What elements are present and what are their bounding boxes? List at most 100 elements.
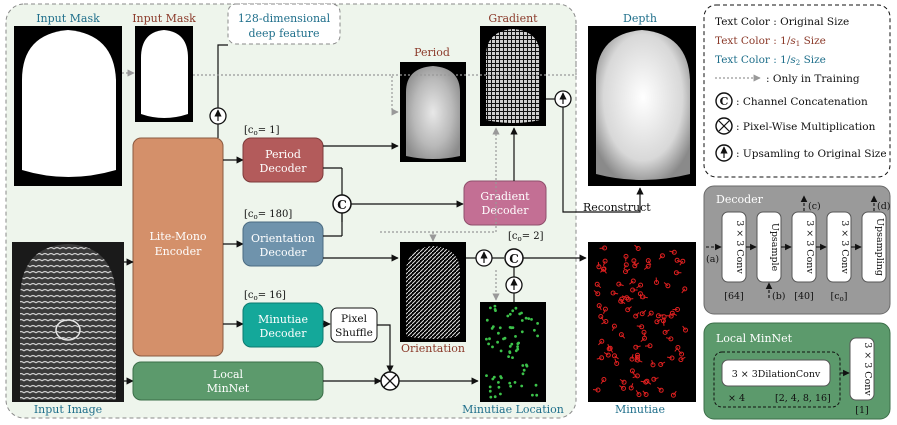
minutiae-direction [672, 312, 678, 316]
minutiae-location-dot [488, 337, 491, 341]
input-image-label: Input Image [34, 403, 102, 416]
minutiae-mark [645, 263, 651, 269]
minutiae-direction [598, 340, 603, 346]
minutiae-direction [628, 298, 634, 300]
period-channel-label: [co= 1] [244, 125, 280, 137]
minutiae-direction [621, 295, 627, 299]
minutiae-mark [595, 291, 601, 297]
orientation-channel-label: [co= 180] [244, 209, 292, 221]
minutiae-mark [596, 303, 602, 309]
minutiae-direction [633, 260, 636, 266]
minutiae-location-dot [525, 363, 528, 367]
arrow-encoder-deep-feature [217, 44, 228, 138]
minutiae-direction [637, 359, 643, 363]
decoder-upsampling [861, 211, 887, 283]
minutiae-direction [646, 380, 652, 385]
minutiae-mark [594, 281, 600, 287]
minutiae-mark [635, 352, 640, 358]
minutiae-mark [682, 286, 688, 292]
minutiae-mark [648, 310, 654, 316]
decoder-detail-title: Decoder [716, 193, 764, 206]
period-decoder-label-2: Decoder [260, 162, 308, 175]
minutiae-location-dot [496, 340, 499, 344]
minutiae-mark [623, 269, 628, 275]
minutiae-location-dot [502, 337, 505, 341]
minutiae-mark [599, 355, 605, 361]
local-minnet-label-1: Local [213, 368, 244, 381]
minutiae-direction [669, 250, 675, 253]
minutiae-location-dot [513, 381, 517, 384]
minutiae-location-dot [499, 392, 502, 396]
concat-symbol-1-label: C [337, 198, 347, 212]
minutiae-location-dot [492, 375, 496, 379]
minutiae-location-label: Minutiae Location [462, 403, 564, 416]
minutiae-direction [641, 309, 647, 315]
concat-symbol-2-label: C [509, 252, 519, 266]
minutiae-mark [623, 262, 629, 268]
minutiae-location-dot [535, 393, 539, 397]
input-mask-label-small: Input Mask [132, 12, 196, 25]
minutiae-location-dot [489, 395, 493, 399]
minutiae-direction [631, 370, 636, 376]
minutiae-direction [632, 375, 638, 379]
minutiae-location-dot [524, 316, 528, 320]
minutiae-direction [656, 318, 662, 323]
minutiae-direction [621, 299, 623, 305]
minutiae-mark [599, 338, 605, 344]
orientation-decoder-label-1: Orientation [251, 232, 315, 245]
minutiae-direction [680, 356, 686, 361]
minutiae-direction [634, 355, 638, 361]
minutiae-location-dot [506, 314, 510, 318]
reconstruct-label: Reconstruct [583, 201, 651, 214]
depth-output-label: Depth [623, 12, 657, 25]
minutiae-direction [674, 347, 679, 352]
minutiae-location-dot [511, 309, 515, 313]
minutiae-mark [665, 283, 671, 289]
minutiae-direction [647, 312, 652, 317]
minutiae-location-dot [534, 383, 538, 387]
decoder-ch3-label: [co] [831, 291, 848, 303]
minutiae-location-dot [533, 328, 536, 332]
minutiae-location-dot [498, 326, 502, 330]
minutiae-location-dot [491, 325, 495, 328]
gradient-decoder [463, 180, 547, 226]
line-pixelshuffle-multiply [377, 324, 394, 373]
decoder-conv1-label: 3 × 3 Conv [734, 220, 745, 274]
minutiae-location-dot [491, 377, 495, 381]
training-line-mask-top [193, 74, 399, 116]
minutiae-direction [603, 352, 609, 356]
line-gradient-reconstruct [562, 107, 644, 213]
orientation-output-label: Orientation [401, 342, 465, 355]
minutiae-direction [593, 290, 599, 295]
minutiae-location-dot [514, 335, 517, 338]
minutiae-decoder-label-2: Decoder [260, 327, 308, 340]
input-mask-shape-small [141, 30, 188, 118]
minutiae-mark [651, 376, 657, 382]
minutiae-location-dot [536, 334, 539, 338]
minutiae-mark [612, 353, 617, 359]
minutiae-mark [621, 379, 627, 385]
minutiae-direction [619, 378, 625, 383]
minutiae-direction [636, 284, 641, 289]
minutiae-output-label: Minutiae [615, 403, 665, 416]
orientation-output-shape [406, 246, 460, 339]
legend-original: Text Color : Original Size [715, 16, 849, 28]
minutiae-direction [642, 390, 647, 395]
minnet-repeat-label: × 4 [728, 393, 745, 404]
minutiae-location-dot [531, 393, 534, 397]
minnet-out-ch-label: [1] [855, 405, 868, 416]
decoder-conv2-label: 3 × 3 Conv [804, 220, 815, 274]
minutiae-location-dot [485, 374, 488, 377]
orientation-decoder-label-2: Decoder [260, 246, 308, 259]
minutiae-direction [614, 358, 618, 364]
gradient-decoder-label-1: Gradient [480, 190, 530, 203]
input-mask-label-large: Input Mask [36, 12, 100, 25]
decoder-conv3-label: 3 × 3 Conv [839, 220, 850, 274]
minutiae-direction [618, 283, 624, 287]
minutiae-location-dot [520, 384, 524, 388]
minutiae-location-dot [499, 349, 503, 353]
minutiae-location-dot [497, 385, 501, 389]
legend-upsample: : Upsamling to Original Size [736, 148, 887, 160]
minutiae-direction [625, 268, 631, 273]
fingerprint-core [55, 319, 81, 341]
